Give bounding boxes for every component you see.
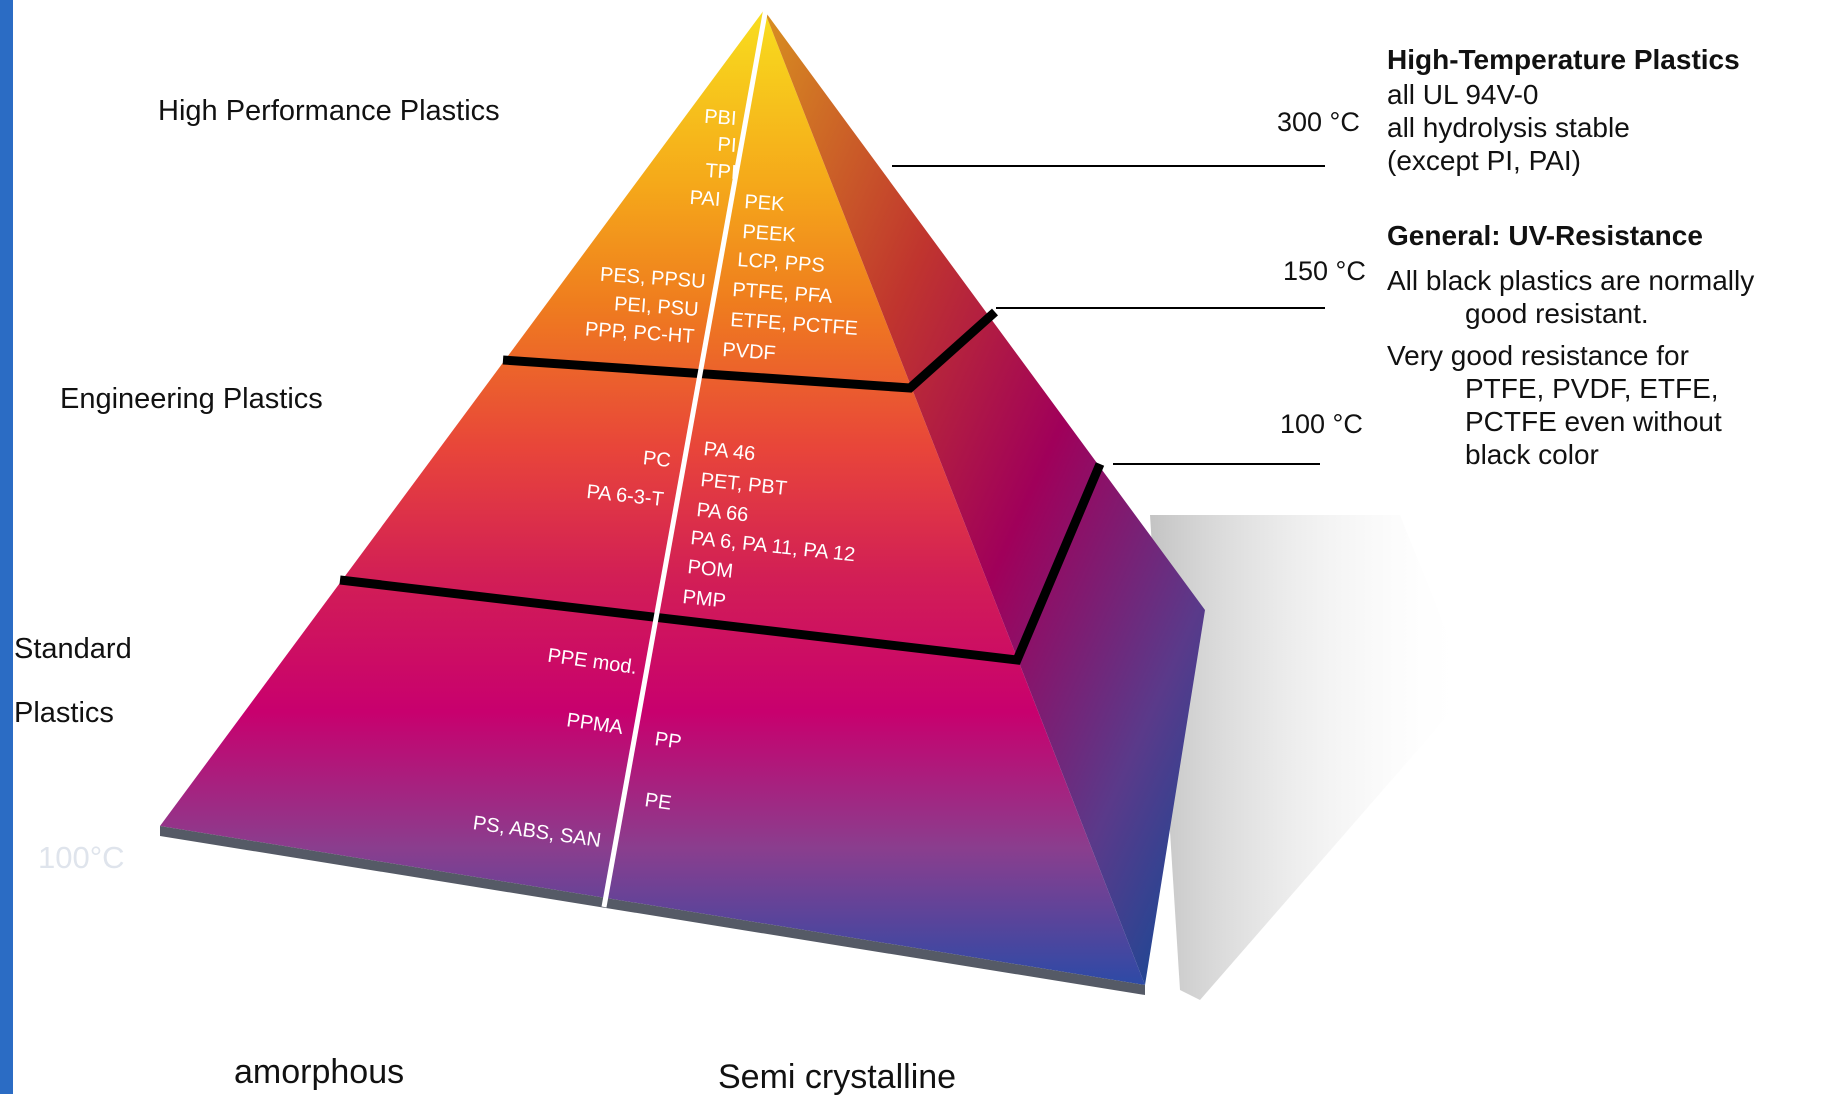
tier-label-high-performance: High Performance Plastics [158, 95, 500, 127]
material-label-eng-semi: PA 66 [695, 499, 749, 526]
pyramid-base-edge [160, 826, 1145, 995]
material-label-high-amorphous: PI [717, 134, 737, 157]
note-uv-line-4: PTFE, PVDF, ETFE, [1465, 373, 1719, 404]
note-high-temp-line-2: all hydrolysis stable [1387, 112, 1630, 143]
axis-label-semi-crystalline: Semi crystalline [718, 1058, 957, 1096]
tier-boundary-middle [339, 462, 1105, 665]
material-label-std-semi: PE [643, 789, 672, 815]
temperature-300: 300 °C [1277, 107, 1360, 137]
faint-temperature-label: 100°C [38, 840, 125, 875]
material-label-std-semi: PP [653, 728, 682, 754]
tier-label-standard-line1: Standard [14, 633, 132, 665]
material-label-eng-semi: PA 46 [702, 438, 756, 465]
material-label-high-semi: PEK [744, 191, 786, 216]
tier-label-engineering: Engineering Plastics [60, 383, 323, 415]
material-label-high-amorphous: TPI [705, 160, 738, 184]
temperature-150: 150 °C [1283, 256, 1366, 286]
pyramid-side-face [764, 10, 1205, 985]
note-high-temp-line-1: all UL 94V-0 [1387, 79, 1539, 110]
material-label-eng-semi: POM [686, 556, 734, 583]
note-uv-line-3: Very good resistance for [1387, 340, 1689, 371]
temperature-100: 100 °C [1280, 409, 1363, 439]
material-label-high-semi: PEEK [742, 221, 797, 247]
material-label-eng-amorphous: PC [642, 447, 672, 472]
note-uv-line-2: good resistant. [1465, 298, 1649, 329]
note-uv-line-1: All black plastics are normally [1387, 265, 1755, 296]
note-high-temp-title: High-Temperature Plastics [1387, 44, 1740, 75]
note-high-temp-line-3: (except PI, PAI) [1387, 145, 1581, 176]
note-uv-line-5: PCTFE even without [1465, 406, 1722, 437]
note-uv-line-6: black color [1465, 439, 1599, 470]
material-label-high-semi: PVDF [722, 339, 777, 365]
tier-label-standard-line2: Plastics [14, 697, 114, 729]
material-label-eng-semi: PMP [681, 586, 726, 612]
material-label-high-amorphous: PBI [703, 106, 737, 130]
pyramid-shadow [1150, 515, 1470, 1000]
material-label-high-amorphous: PAI [689, 187, 721, 211]
note-uv-title: General: UV-Resistance [1387, 220, 1703, 251]
pyramid-front-face [160, 10, 1145, 985]
left-edge-bar [0, 0, 13, 1094]
tier-boundary-top [502, 308, 998, 393]
axis-label-amorphous: amorphous [234, 1053, 405, 1091]
amorphous-semi-divider [601, 7, 769, 908]
